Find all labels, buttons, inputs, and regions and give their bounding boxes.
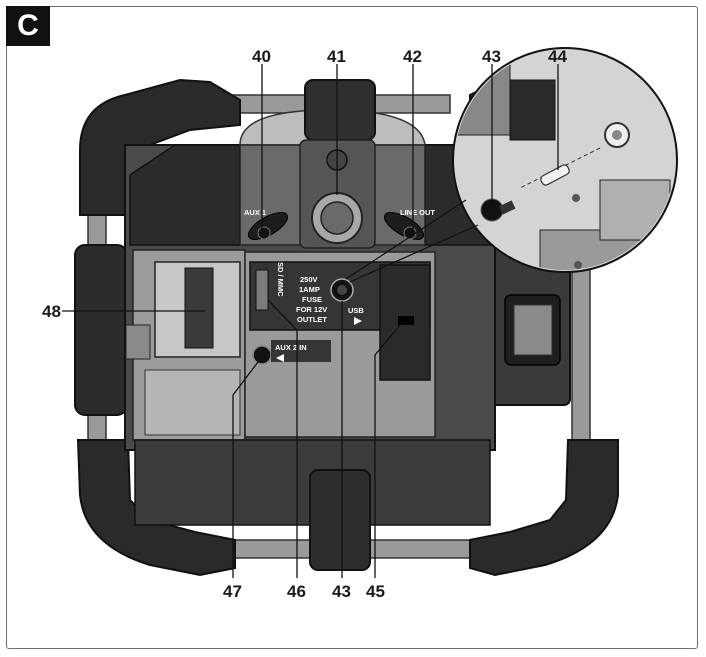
- callout-44: 44: [548, 47, 567, 66]
- sd-mmc-label: SD / MMC: [276, 262, 285, 297]
- inset-connector-line-2: [345, 199, 467, 280]
- left-grip: [74, 244, 128, 416]
- aux-out-label: AUX 1: [244, 208, 266, 217]
- callout-42: 42: [403, 47, 422, 66]
- usb-port: [398, 316, 414, 325]
- callout-45: 45: [366, 582, 385, 601]
- leader-lines: [62, 64, 559, 578]
- fuse-label-4: FOR 12V: [296, 305, 327, 314]
- battery-side-clip: [125, 324, 151, 360]
- callout-43-bottom: 43: [332, 582, 351, 601]
- inset-connector-line-1: [349, 224, 479, 283]
- aux2-arrow-icon: [276, 354, 284, 362]
- battery-latch-tab: [184, 267, 214, 349]
- fuse-label-5: OUTLET: [297, 315, 327, 324]
- aux2-label-bg: [271, 340, 331, 362]
- fuse-holder-cap: [337, 285, 347, 295]
- usb-label: USB: [348, 306, 364, 315]
- callout-48: 48: [42, 302, 61, 321]
- line-out-label: LINE OUT: [400, 208, 435, 217]
- aux-out-cover: [247, 212, 289, 240]
- callout-47: 47: [223, 582, 242, 601]
- right-side-insert: [513, 304, 553, 356]
- usb-arrow-icon: [354, 317, 362, 325]
- fuse-glass-icon: [540, 164, 570, 186]
- bumper-top-left: [79, 78, 241, 216]
- callout-41: 41: [327, 47, 346, 66]
- top-handle-grip: [304, 79, 376, 141]
- aux2-in-jack: [252, 345, 272, 365]
- fuse-label-1: 250V: [300, 275, 318, 284]
- sd-card-slot: [255, 269, 269, 311]
- callout-40: 40: [252, 47, 271, 66]
- fuse-label-3: FUSE: [302, 295, 322, 304]
- bottom-handle-grip: [309, 469, 371, 571]
- bumper-bottom-right: [469, 439, 619, 577]
- bumper-bottom-left: [76, 439, 236, 577]
- figure-frame: [6, 6, 698, 649]
- battery-slot: [144, 369, 241, 436]
- figure-badge: C: [6, 6, 50, 46]
- fuse-label-2: 1AMP: [299, 285, 320, 294]
- callout-43-top: 43: [482, 47, 501, 66]
- center-socket-inner: [320, 201, 354, 235]
- aux2-in-label: AUX 2 IN: [275, 343, 307, 352]
- callout-46: 46: [287, 582, 306, 601]
